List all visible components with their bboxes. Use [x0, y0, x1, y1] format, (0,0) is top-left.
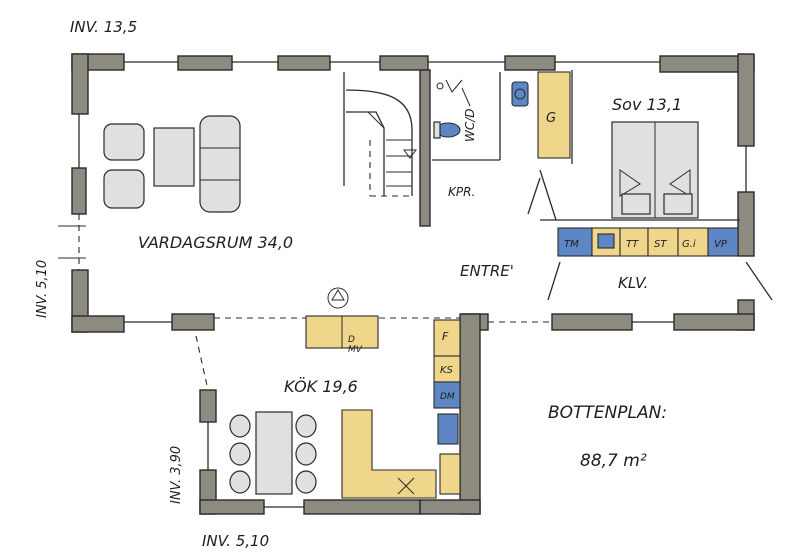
- room-label-wc: WC/D: [463, 108, 477, 142]
- plan-area: 88,7 m²: [580, 451, 647, 471]
- room-label-kpr: KPR.: [448, 185, 475, 199]
- wc-fixtures: [433, 79, 529, 139]
- dimension-kitchen-left: INV. 3,90: [169, 446, 184, 504]
- exterior-walls: [58, 53, 755, 333]
- plan-title: BOTTENPLAN:: [548, 403, 667, 423]
- room-label-klv: KLV.: [618, 274, 648, 292]
- cabinet-label-st: ST: [654, 239, 667, 250]
- cabinet-label-tt: TT: [626, 239, 639, 250]
- room-label-living: VARDAGSRUM 34,0: [138, 233, 293, 252]
- dimension-top: INV. 13,5: [70, 18, 137, 36]
- cabinet-label-vp: VP: [714, 239, 728, 250]
- cabinet-label-f: F: [442, 330, 449, 343]
- bedroom-furniture: [537, 71, 699, 219]
- interior-walls: [343, 69, 773, 301]
- dimension-bottom: INV. 5,10: [202, 532, 269, 550]
- room-label-kitchen: KÖK 19,6: [284, 377, 358, 396]
- cabinet-label-g: G: [546, 111, 556, 126]
- dimension-left: INV. 5,10: [35, 260, 50, 318]
- living-furniture: [103, 115, 349, 309]
- kitchen-furniture: [229, 315, 461, 499]
- closet-row: [557, 227, 739, 257]
- kitchen-wing-walls: [195, 313, 481, 515]
- cabinet-label-tm: TM: [564, 239, 579, 250]
- cabinet-label-dm: DM: [440, 392, 455, 402]
- cabinet-label-gi: G.i: [682, 239, 696, 250]
- staircase: [345, 89, 417, 197]
- room-label-bedroom: Sov 13,1: [612, 95, 682, 114]
- room-label-entre: ENTRE': [460, 262, 514, 280]
- cabinet-label-ks: KS: [440, 365, 454, 376]
